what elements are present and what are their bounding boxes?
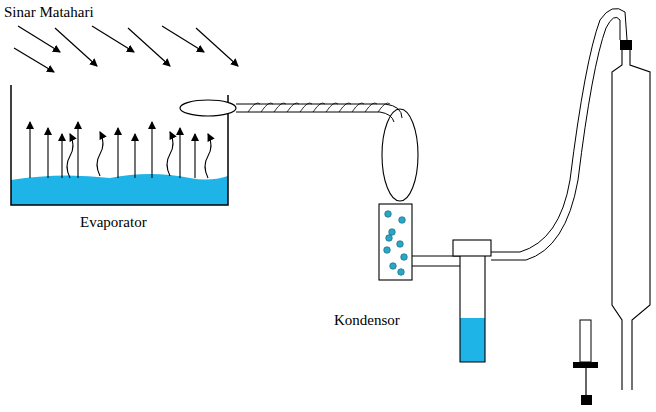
coil-turn	[300, 103, 312, 112]
tube-loop	[382, 109, 418, 201]
pipe	[491, 8, 627, 260]
droplets	[384, 211, 408, 276]
stroke	[55, 28, 97, 66]
droplet	[399, 217, 406, 224]
coil-turn	[378, 103, 390, 112]
coil-turn	[339, 103, 351, 112]
stroke	[47, 128, 48, 178]
vapor-curl	[67, 134, 73, 178]
vessel	[460, 256, 485, 362]
stroke	[61, 134, 62, 178]
stroke	[29, 122, 30, 178]
coil-turn	[261, 103, 273, 112]
water	[11, 174, 228, 205]
stroke	[179, 128, 180, 178]
pipe	[412, 256, 460, 266]
vapor-arrows	[30, 122, 211, 178]
vessel-cap	[453, 240, 491, 256]
tube-coil	[248, 103, 390, 112]
evaporator-label: Evaporator	[80, 214, 147, 231]
coil-turn	[352, 103, 364, 112]
condenser-label: Kondensor	[334, 312, 400, 329]
coil-turn	[274, 103, 286, 112]
collected-water	[460, 318, 485, 362]
droplet	[389, 229, 396, 236]
droplet	[385, 211, 392, 218]
clamp	[573, 362, 598, 368]
coil-turn	[326, 103, 338, 112]
stem	[585, 368, 586, 395]
stopper	[620, 40, 632, 50]
droplet	[390, 263, 397, 270]
tube-inlet	[180, 100, 236, 116]
droplet	[386, 235, 393, 242]
droplet	[401, 254, 408, 261]
coil-turn	[313, 103, 325, 112]
stroke	[92, 26, 134, 52]
tube	[236, 104, 402, 122]
stroke	[77, 122, 78, 178]
stroke	[151, 122, 152, 178]
vapor-curl	[97, 132, 103, 176]
coil-turn	[365, 103, 377, 112]
column	[612, 50, 650, 390]
droplet	[398, 269, 405, 276]
stroke	[14, 48, 54, 72]
droplet	[384, 247, 391, 254]
condenser-box	[379, 204, 412, 280]
coil-turn	[287, 103, 299, 112]
droplet	[397, 241, 404, 248]
stroke	[134, 134, 135, 178]
sun-label: Sinar Matahari	[4, 4, 94, 21]
sun-rays	[14, 26, 238, 72]
vapor-curl	[205, 134, 211, 178]
stroke	[117, 128, 118, 178]
stroke	[128, 28, 170, 66]
stroke	[196, 28, 238, 66]
coil-turn	[248, 103, 260, 112]
small-tube	[580, 320, 591, 362]
stroke	[18, 26, 60, 52]
stroke	[194, 134, 195, 178]
stem-tip	[581, 395, 592, 405]
vapor-curl	[167, 132, 173, 176]
